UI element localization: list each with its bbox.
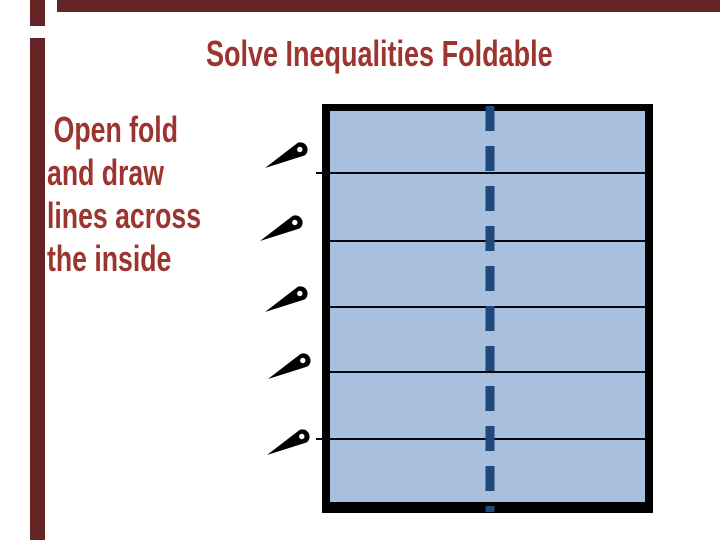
- pen-icon: [264, 283, 310, 315]
- section-divider-line: [330, 240, 645, 242]
- section-divider-line: [316, 438, 645, 440]
- instruction-line: and draw: [47, 152, 164, 193]
- instruction-line: the inside: [47, 238, 172, 279]
- pen-icon: [264, 139, 310, 171]
- pen-icon: [266, 426, 312, 458]
- section-divider-line: [330, 306, 645, 308]
- section-divider-line: [330, 371, 645, 373]
- instructions-text: Open fold and draw lines across the insi…: [47, 108, 201, 280]
- pen-icon: [267, 350, 313, 382]
- accent-bar-left: [30, 38, 45, 540]
- section-divider-line: [316, 172, 645, 174]
- instruction-line: lines across: [47, 195, 202, 236]
- pen-icon: [259, 212, 305, 244]
- foldable-rectangle: [316, 104, 653, 513]
- accent-bar-top: [57, 0, 720, 12]
- accent-corner-block: [30, 0, 45, 26]
- instruction-line: Open fold: [53, 109, 178, 150]
- slide-title: Solve Inequalities Foldable: [206, 33, 553, 74]
